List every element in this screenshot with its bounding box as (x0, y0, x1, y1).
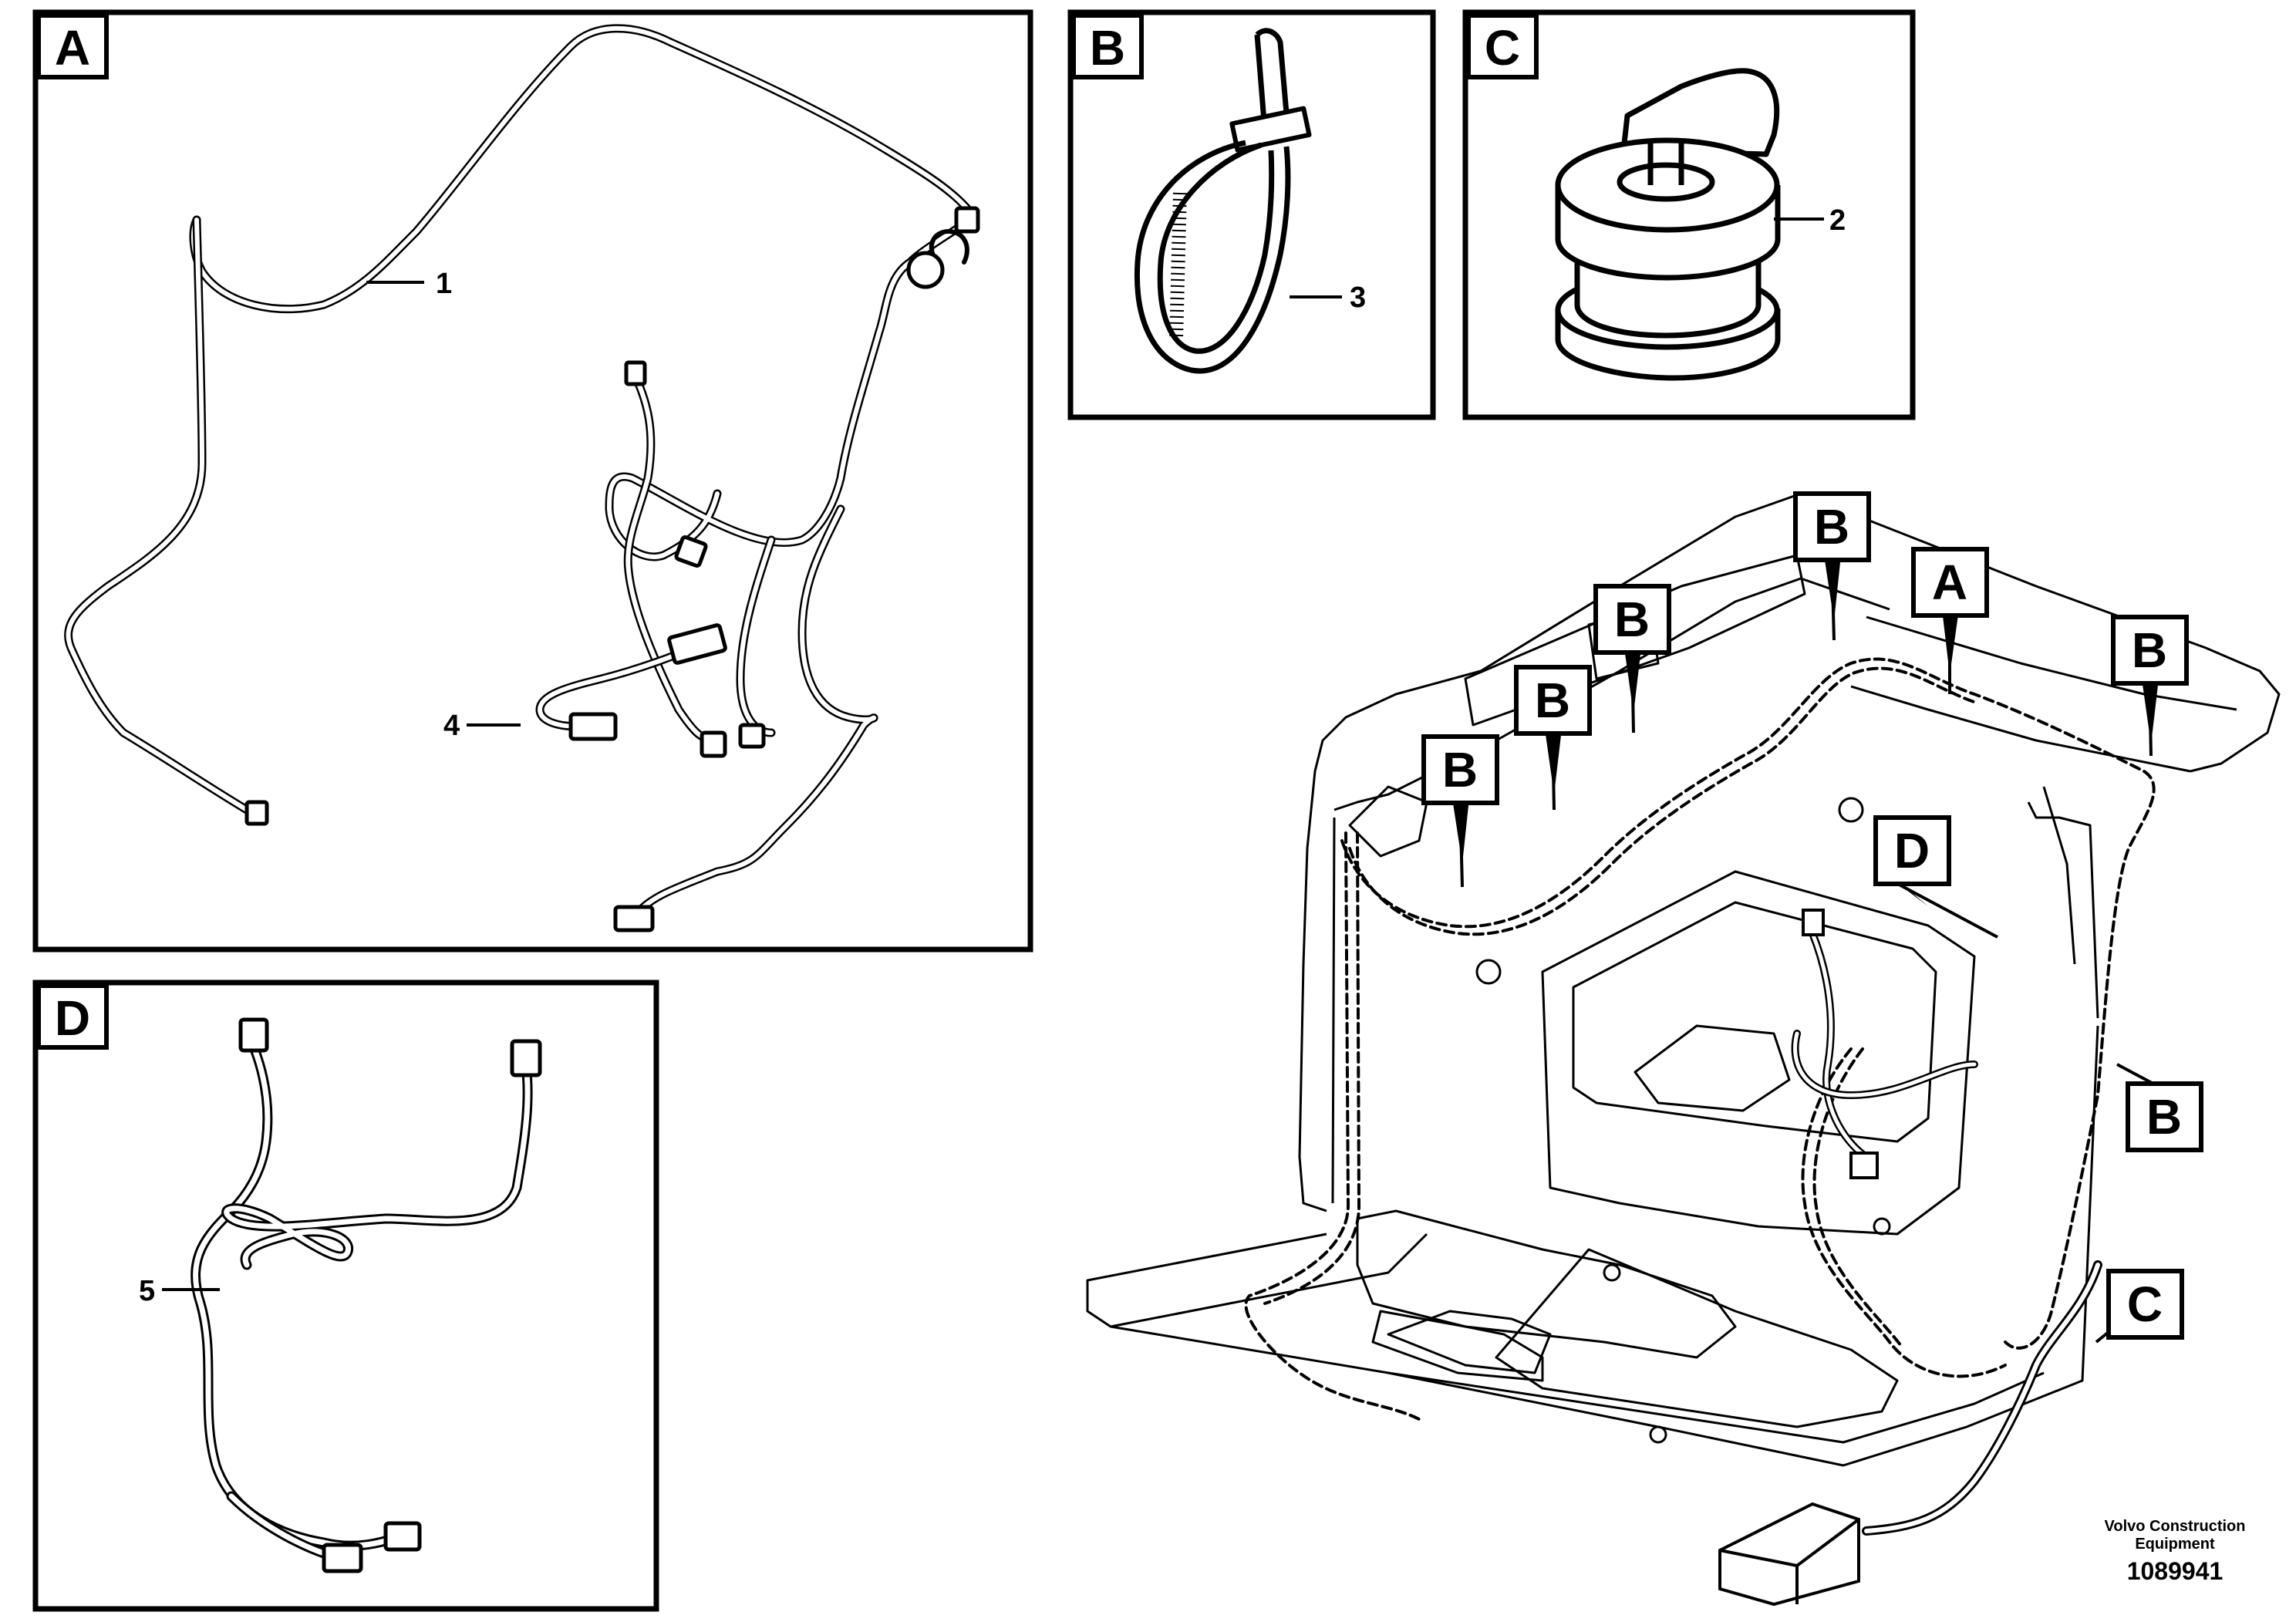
panel-d-letter: D (55, 990, 90, 1046)
marker-b-6: B (2146, 1089, 2182, 1145)
panel-b-letter: B (1090, 20, 1125, 76)
callout-4: 4 (443, 710, 460, 742)
panel-b: B 3 (1067, 9, 1436, 420)
callout-3: 3 (1350, 282, 1366, 314)
panel-c-letter: C (1485, 20, 1520, 76)
cable-tie-illustration (1134, 28, 1312, 374)
marker-b-5: B (2132, 622, 2167, 678)
panel-a: A (32, 9, 1033, 953)
marker-b-1: B (1442, 742, 1478, 798)
marker-b-3: B (1614, 592, 1650, 647)
panel-c: C 2 (1462, 9, 1916, 420)
harness-connectors (244, 206, 980, 932)
panel-d: D 5 (32, 980, 659, 1612)
grommet-illustration (1555, 68, 1781, 381)
marker-a-1: A (1932, 555, 1967, 610)
callout-2: 2 (1829, 204, 1846, 237)
wiring-harness-1 (64, 24, 978, 915)
callout-1: 1 (436, 268, 452, 300)
marker-b-2: B (1535, 673, 1570, 728)
credit-line-1: Volvo Construction (2105, 1518, 2246, 1535)
marker-b-4: B (1814, 499, 1849, 555)
figure-number: 1089941 (2127, 1557, 2224, 1585)
callout-5: 5 (139, 1275, 155, 1307)
panel-a-letter: A (55, 20, 90, 76)
cab-overview-illustration: B B B B B B A C D (1086, 491, 2281, 1607)
marker-d-1: D (1894, 823, 1930, 878)
publisher-credit: Volvo Construction Equipment 1089941 (2105, 1518, 2246, 1585)
credit-line-2: Equipment (2135, 1536, 2215, 1553)
harness-5-connectors (238, 1017, 542, 1573)
marker-c-1: C (2127, 1276, 2163, 1332)
